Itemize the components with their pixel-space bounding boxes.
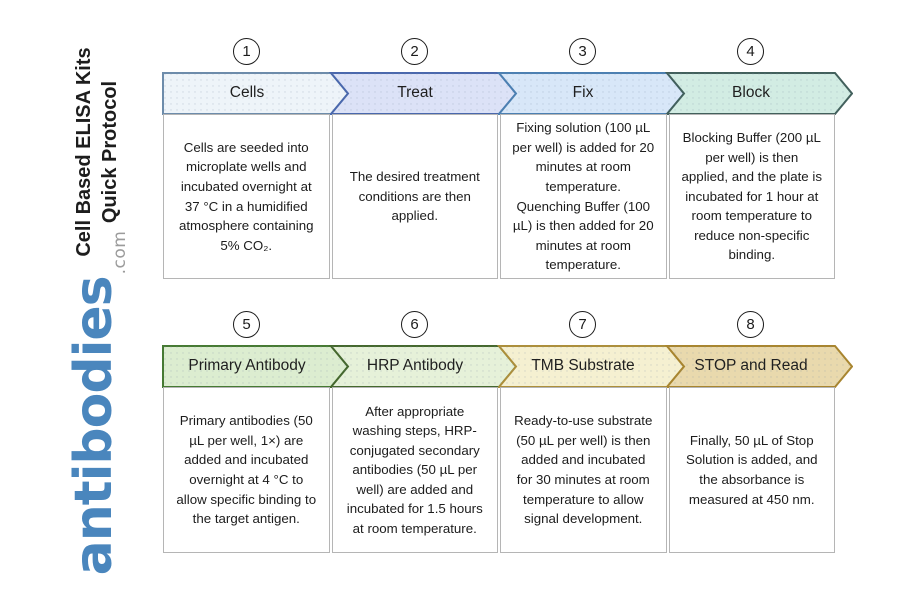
banner-label-stop-and-read: STOP and Read <box>694 357 808 374</box>
banner-dots-treat <box>331 73 516 114</box>
banner-dots-hrp-antibody <box>331 346 516 387</box>
step-6-number: 6 <box>410 316 419 333</box>
banner-dots-block <box>667 73 852 114</box>
step-8-description: Finally, 50 µL of Stop Solution is added… <box>668 387 835 553</box>
step-1-number-badge: 1 <box>233 38 260 65</box>
banner-label-tmb-substrate: TMB Substrate <box>531 357 635 374</box>
banner-dots-stop-and-read <box>667 346 852 387</box>
step-2-description: The desired treatment conditions are the… <box>331 114 498 279</box>
step-8-number: 8 <box>746 316 755 333</box>
banner-label-fix: Fix <box>572 84 594 101</box>
banner-dots-primary-antibody <box>163 346 348 387</box>
step-4-description: Blocking Buffer (200 µL per well) is the… <box>668 114 835 279</box>
banner-dots-tmb-substrate <box>499 346 684 387</box>
banner-arrows-svg-row1 <box>162 72 853 115</box>
protocol-row-2: 5 6 7 8 Primary Antibody HRP Antibody TM… <box>162 311 853 591</box>
step-3-number: 3 <box>578 43 587 60</box>
step-4-number-badge: 4 <box>737 38 764 65</box>
banner-arrows-svg-row2 <box>162 345 853 388</box>
step-7-number: 7 <box>578 316 587 333</box>
step-6-number-badge: 6 <box>401 311 428 338</box>
banner-arrow-strip-row1: Cells Treat Fix Block <box>162 71 853 116</box>
step-5-number-badge: 5 <box>233 311 260 338</box>
banner-dots-cells <box>163 73 348 114</box>
step-1-number: 1 <box>242 43 251 60</box>
step-6-description: After appropriate washing steps, HRP-con… <box>331 387 498 553</box>
banner-label-treat: Treat <box>397 84 433 101</box>
step-5-description: Primary antibodies (50 µL per well, 1×) … <box>163 387 330 553</box>
protocol-row-1: 1 2 3 4 Cells Treat Fix <box>162 38 853 318</box>
figure-title: Cell Based ELISA Kits Quick Protocol <box>71 47 123 256</box>
step-3-description: Fixing solution (100 µL per well) is add… <box>500 114 667 279</box>
banner-label-hrp-antibody: HRP Antibody <box>366 357 464 374</box>
brand-name: antibodies <box>64 276 124 576</box>
figure-title-line2: Quick Protocol <box>99 80 121 224</box>
banner-label-cells: Cells <box>229 84 265 101</box>
step-7-number-badge: 7 <box>569 311 596 338</box>
step-1-description: Cells are seeded into microplate wells a… <box>163 114 330 279</box>
step-8-number-badge: 8 <box>737 311 764 338</box>
description-boxes-row1: Cells are seeded into microplate wells a… <box>163 114 835 279</box>
brand-tld: .com <box>110 230 130 275</box>
figure-title-line1: Cell Based ELISA Kits <box>73 47 95 257</box>
banner-label-block: Block <box>732 84 770 101</box>
banner-arrow-strip-row2: Primary Antibody HRP Antibody TMB Substr… <box>162 344 853 389</box>
step-3-number-badge: 3 <box>569 38 596 65</box>
banner-dots-fix <box>499 73 684 114</box>
step-7-description: Ready-to-use substrate (50 µL per well) … <box>500 387 667 553</box>
step-5-number: 5 <box>242 316 251 333</box>
step-4-number: 4 <box>746 43 755 60</box>
description-boxes-row2: Primary antibodies (50 µL per well, 1×) … <box>163 387 835 553</box>
banner-label-primary-antibody: Primary Antibody <box>188 357 306 374</box>
brand-logo: antibodies.com <box>64 231 130 576</box>
step-2-number: 2 <box>410 43 419 60</box>
step-2-number-badge: 2 <box>401 38 428 65</box>
